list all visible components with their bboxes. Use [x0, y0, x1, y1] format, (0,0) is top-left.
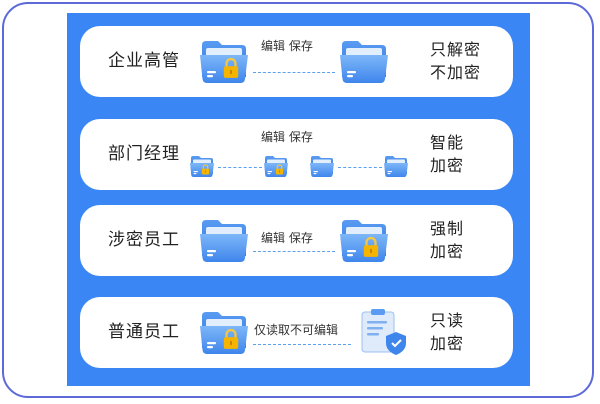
role-label: 部门经理: [108, 144, 180, 164]
flow-line: [338, 167, 382, 168]
locked-folder-icon: [200, 310, 248, 354]
action-label: 仅读取不可编辑: [254, 323, 339, 337]
role-label: 企业高管: [108, 51, 180, 71]
locked-folder-icon: [200, 39, 248, 83]
folder-icon: [200, 218, 248, 262]
row-regular-staff: 普通员工 仅读取不可编辑 只读加密: [80, 297, 513, 368]
folder-icon: [310, 155, 334, 177]
shielded-document-icon: [361, 309, 406, 355]
role-label: 涉密员工: [108, 230, 180, 250]
result-label: 智能加密: [430, 133, 465, 175]
flow-line: [253, 344, 351, 345]
result-label: 只读加密: [430, 311, 465, 353]
locked-folder-icon: [190, 155, 214, 177]
role-label: 普通员工: [108, 322, 180, 342]
permission-panel: 企业高管 编辑 保存 只解密不加密 部门经理 编辑 保存 智能加密 涉密员工 编…: [67, 13, 530, 386]
outer-frame: [2, 2, 594, 398]
action-label: 编辑 保存: [261, 231, 313, 245]
row-classified-staff: 涉密员工 编辑 保存 强制加密: [80, 205, 513, 276]
action-label: 编辑 保存: [261, 39, 313, 53]
row-dept-manager: 部门经理 编辑 保存 智能加密: [80, 119, 513, 190]
flow-line: [253, 251, 335, 252]
flow-line: [218, 167, 262, 168]
result-label: 强制加密: [430, 219, 465, 261]
folder-icon: [340, 39, 388, 83]
row-executive: 企业高管 编辑 保存 只解密不加密: [80, 26, 513, 97]
folder-icon: [384, 155, 408, 177]
flow-line: [253, 72, 335, 73]
locked-folder-icon: [340, 218, 388, 262]
result-label: 只解密不加密: [430, 40, 482, 82]
locked-folder-icon: [264, 155, 288, 177]
action-label: 编辑 保存: [261, 130, 313, 144]
